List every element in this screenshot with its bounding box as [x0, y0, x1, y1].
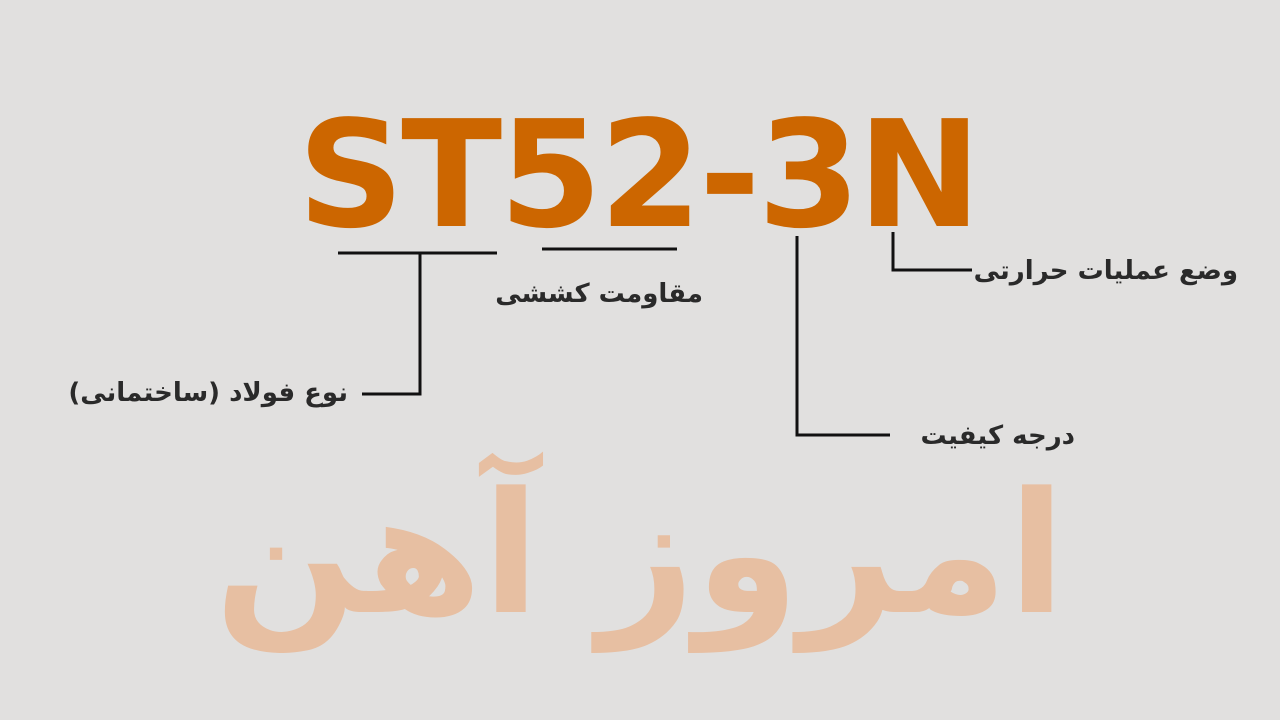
leader-quality — [795, 236, 890, 437]
watermark-logo: امروز آهن — [215, 451, 1066, 653]
code-quality: 3 — [758, 89, 858, 261]
code-steel-type: ST — [298, 89, 503, 261]
leader-heat-treatment — [891, 232, 972, 272]
code-strength: 52 — [499, 89, 699, 261]
code-separator: - — [699, 89, 757, 261]
leader-steel-type — [338, 251, 497, 396]
label-steel-type: نوع فولاد (ساختمانی) — [68, 378, 348, 408]
label-heat-treatment: وضع عملیات حرارتی — [974, 256, 1238, 286]
label-strength: مقاومت کششی — [495, 279, 703, 309]
label-quality: درجه کیفیت — [921, 421, 1075, 451]
steel-designation-code: ST52-3N — [298, 89, 979, 261]
code-heat-treatment: N — [858, 89, 979, 261]
